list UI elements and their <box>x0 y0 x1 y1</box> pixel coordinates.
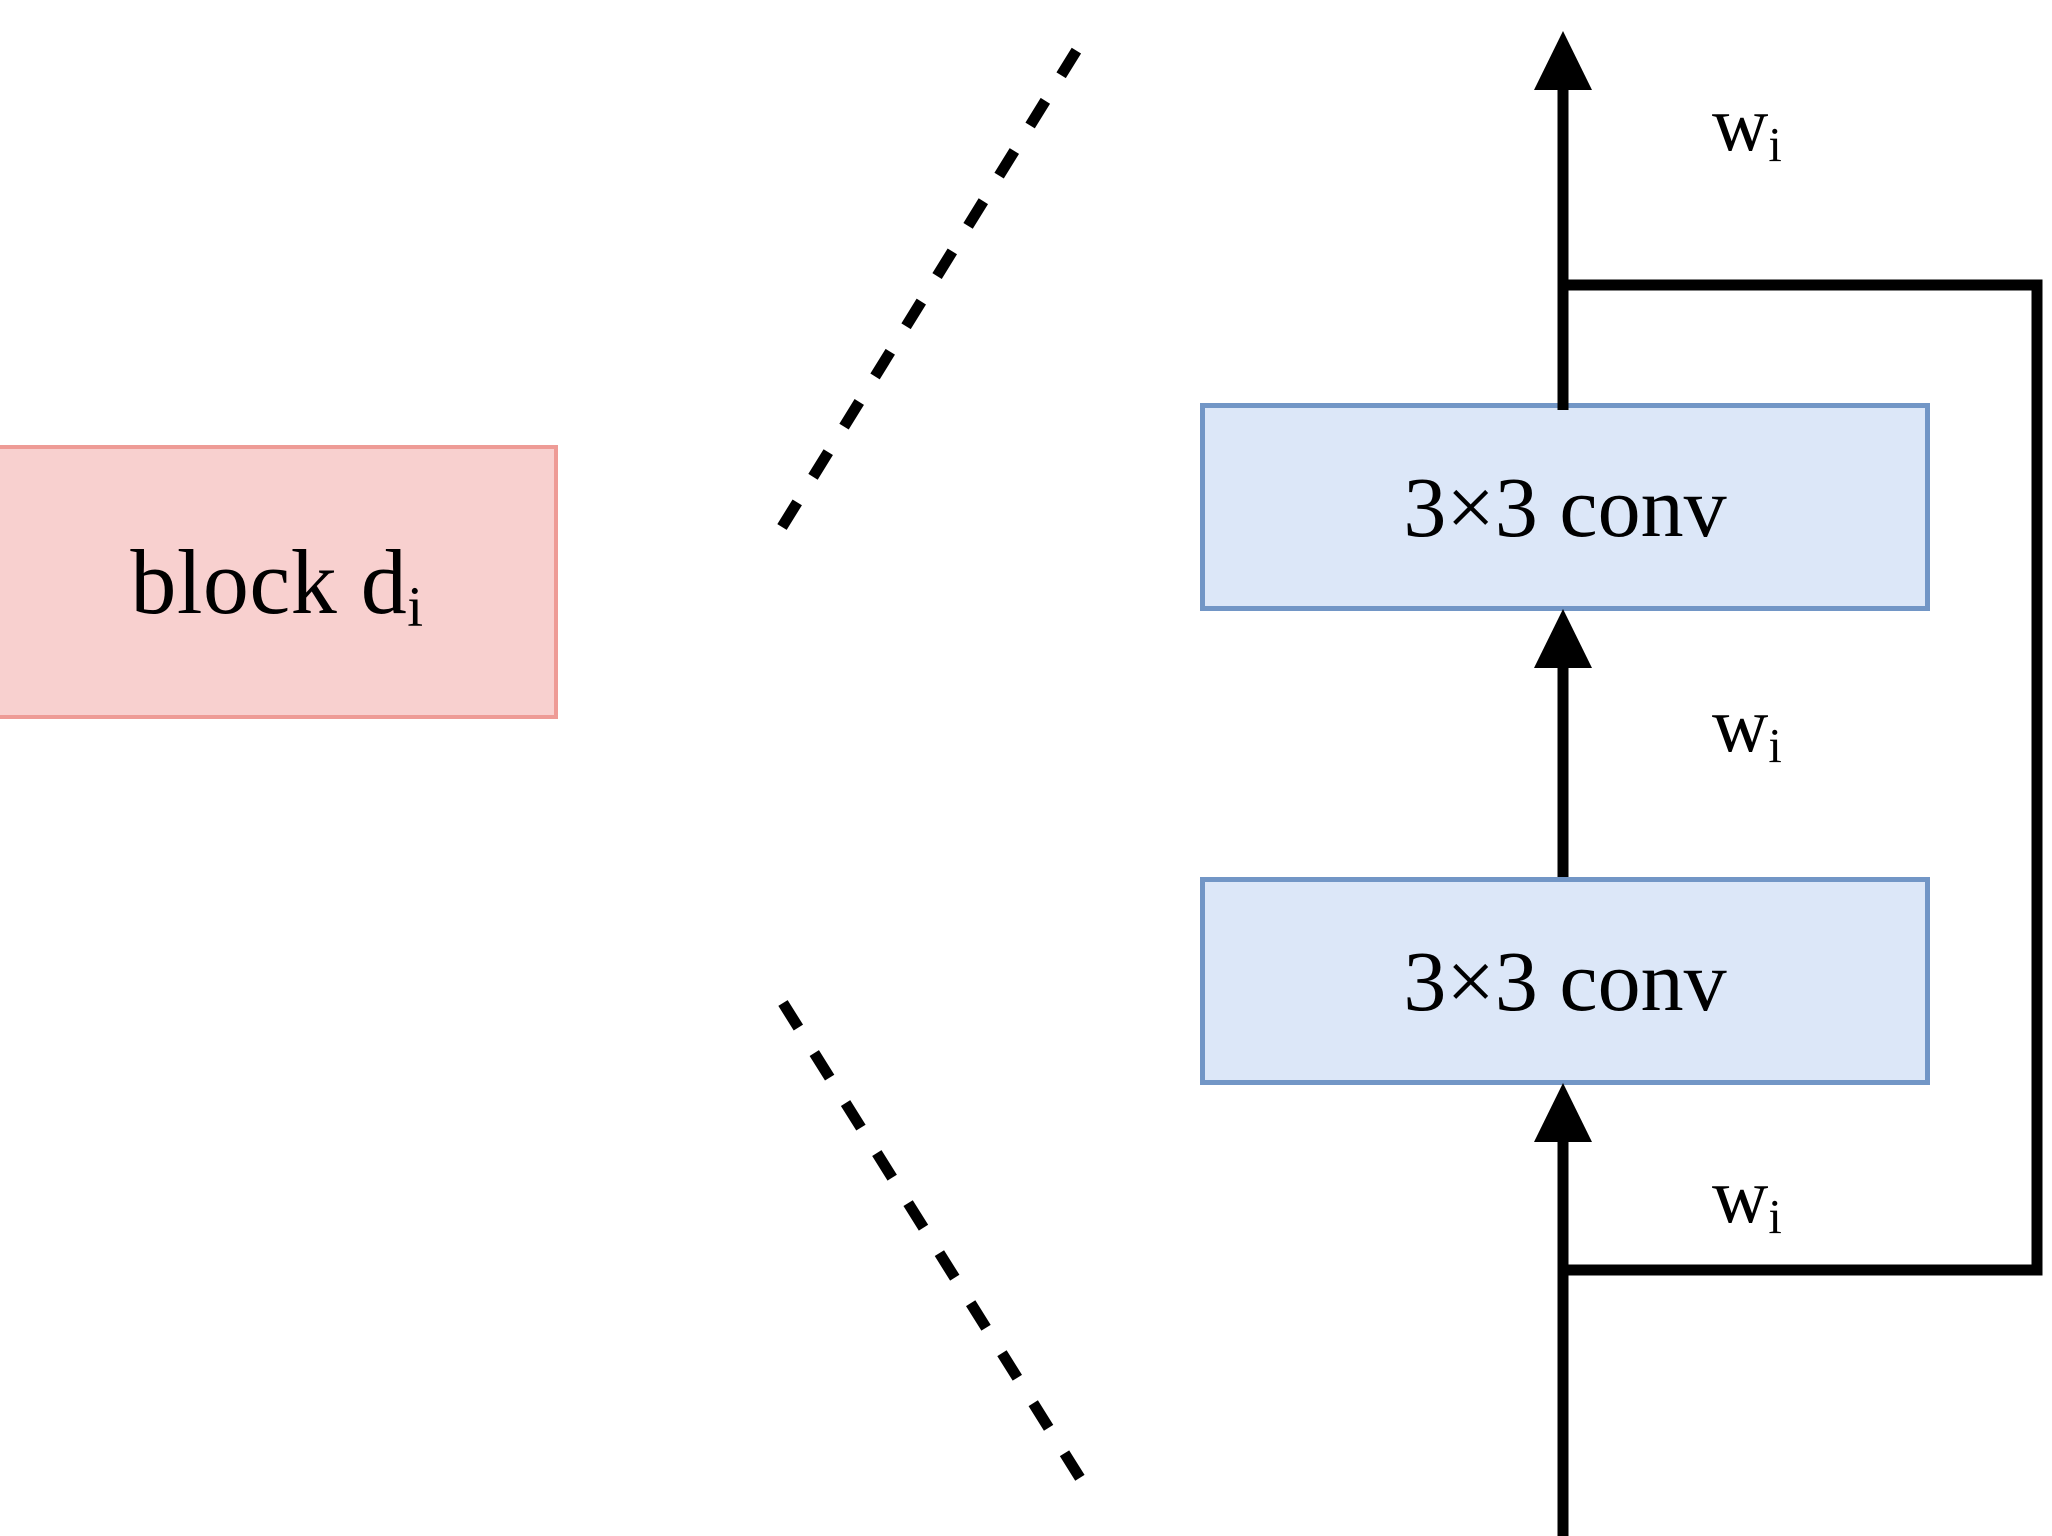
mid-arrowhead-icon <box>1534 609 1592 668</box>
width-label-output-main: w <box>1712 80 1769 167</box>
conv-block-lower: 3×3 conv <box>1200 877 1930 1085</box>
stage-block-label-subscript: i <box>407 575 424 639</box>
width-label-input: wi <box>1712 1157 1782 1242</box>
width-label-mid-main: w <box>1712 681 1769 768</box>
width-label-mid-subscript: i <box>1768 719 1782 773</box>
output-arrowhead-icon <box>1534 31 1592 90</box>
conv-block-upper-label: 3×3 conv <box>1403 459 1727 555</box>
width-label-output-subscript: i <box>1768 118 1782 172</box>
expansion-dashed-line-lower <box>778 1000 1085 1481</box>
conv-block-upper: 3×3 conv <box>1200 403 1930 611</box>
width-label-input-subscript: i <box>1768 1190 1782 1244</box>
stage-block: block di <box>0 445 558 719</box>
width-label-mid: wi <box>1712 686 1782 771</box>
stage-block-label: block di <box>130 536 423 636</box>
width-label-output: wi <box>1712 85 1782 170</box>
width-label-input-main: w <box>1712 1152 1769 1239</box>
conv-block-lower-label: 3×3 conv <box>1403 933 1727 1029</box>
expansion-dashed-line-upper <box>777 45 1083 530</box>
input-arrowhead-icon <box>1534 1083 1592 1142</box>
stage-block-label-main: block d <box>130 531 408 633</box>
